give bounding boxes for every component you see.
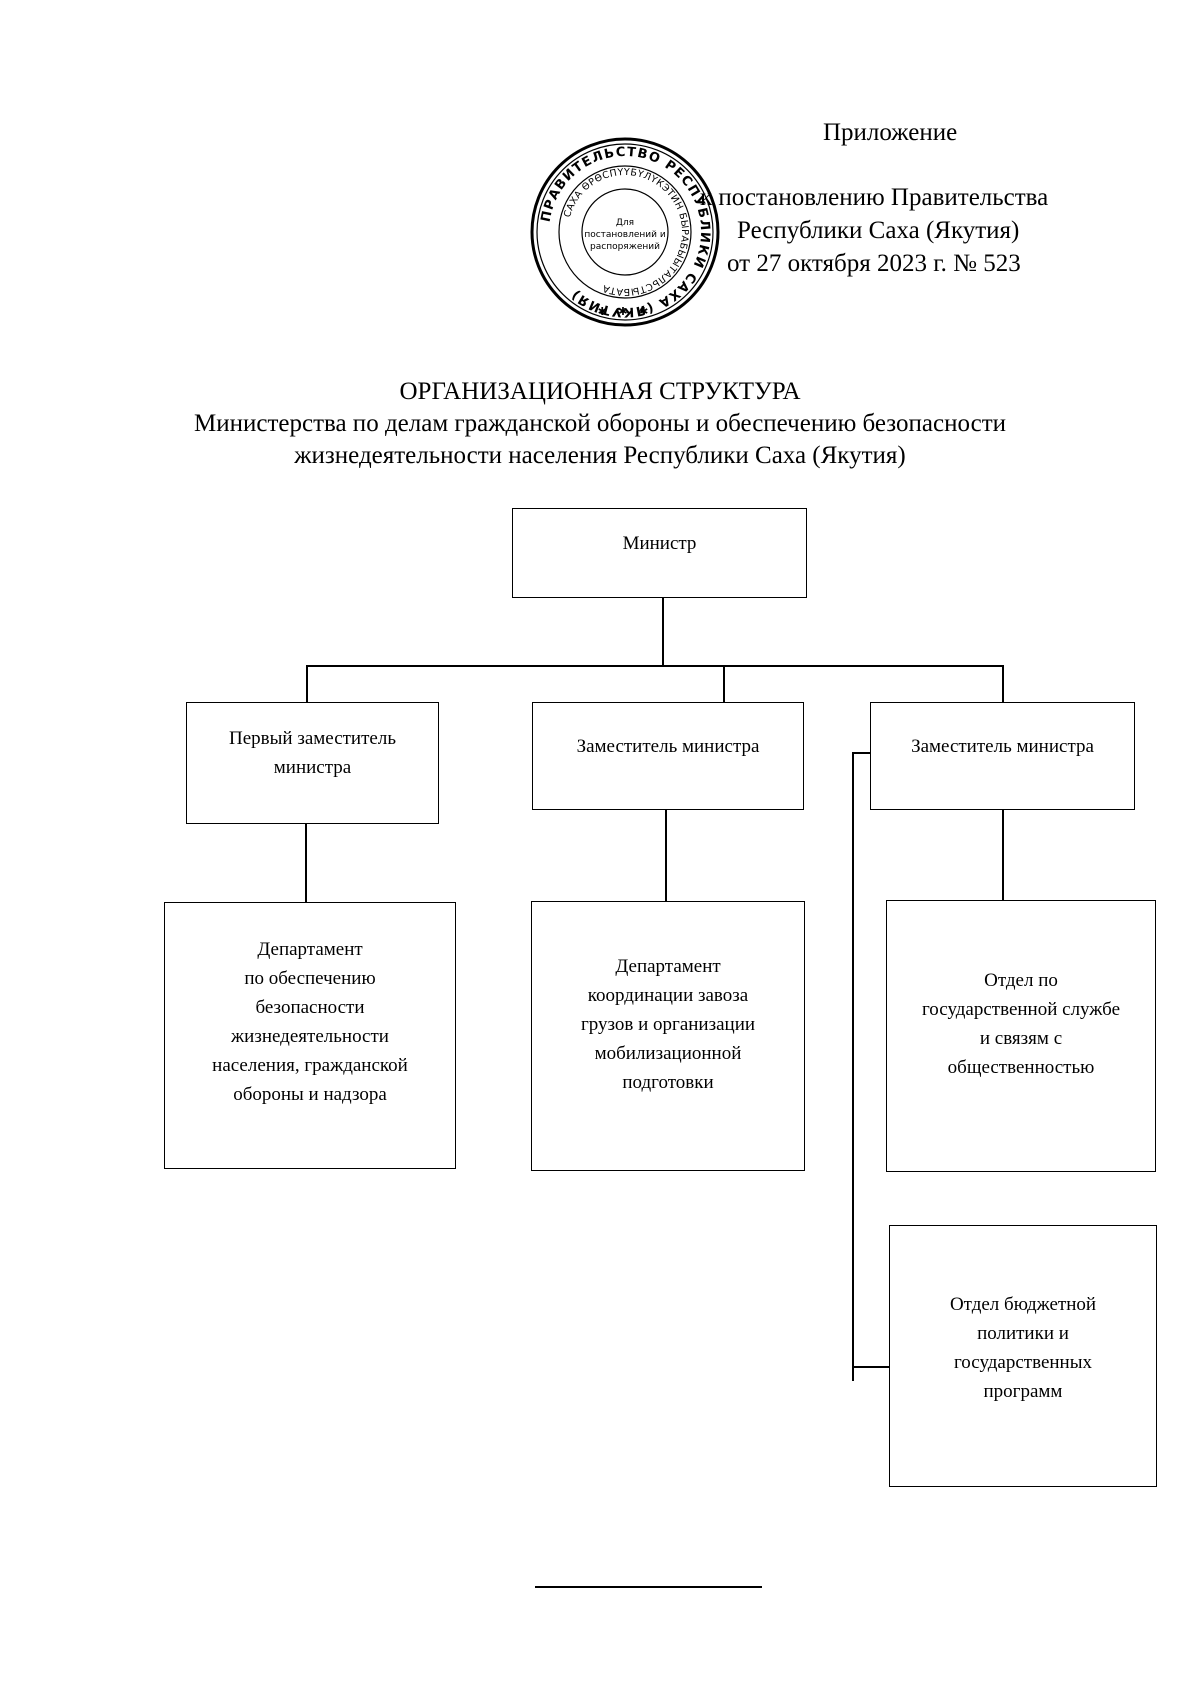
dept-safety-line-4: жизнедеятельности: [231, 1026, 389, 1047]
page-subtitle-line-2: жизнедеятельности населения Республики С…: [294, 442, 906, 469]
seal-center-line-3: распоряжений: [590, 242, 660, 252]
dept-civil-line-1: Отдел по: [984, 970, 1058, 991]
connector-deputy-center-to-dept: [665, 808, 667, 902]
dept-safety-line-6: обороны и надзора: [233, 1084, 387, 1105]
dept-cargo-line-4: мобилизационной: [594, 1043, 742, 1064]
connector-first-deputy-to-dept: [305, 823, 307, 903]
dept-cargo-line-1: Департамент: [615, 956, 721, 977]
appendix-resolution-line: к постановлению Правительства: [700, 184, 1049, 211]
box-first-deputy-line-2: министра: [273, 757, 352, 778]
connector-top-horizontal: [306, 665, 1003, 667]
dept-budget-line-2: политики и: [977, 1323, 1069, 1344]
box-first-deputy-line-1: Первый заместитель: [229, 728, 396, 749]
box-deputy-right-label: Заместитель министра: [911, 736, 1094, 757]
dept-civil-line-4: общественностью: [947, 1057, 1095, 1078]
dept-cargo-line-5: подготовки: [622, 1072, 714, 1093]
dept-civil-line-2: государственной службе: [921, 999, 1121, 1020]
connector-minister-down: [662, 586, 664, 666]
appendix-label: Приложение: [823, 119, 958, 146]
seal-center-line-1: Для: [616, 218, 634, 228]
connector-side-vertical: [852, 752, 854, 1381]
connector-side-to-budget: [852, 1366, 889, 1368]
connector-to-deputy-right: [1002, 665, 1004, 702]
appendix-date-line: от 27 октября 2023 г. № 523: [727, 250, 1021, 277]
connector-to-first-deputy: [306, 665, 308, 702]
dept-safety-line-5: населения, гражданской: [212, 1055, 408, 1076]
dept-cargo-line-3: грузов и организации: [580, 1014, 756, 1035]
seal-center-line-2: постановлений и: [584, 230, 666, 240]
dept-budget-line-3: государственных: [953, 1352, 1092, 1373]
box-deputy-minister-right: Заместитель министра: [870, 702, 1135, 810]
box-first-deputy-minister: Первый заместитель министра: [186, 702, 439, 824]
dept-budget-line-4: программ: [983, 1381, 1063, 1402]
box-dept-civil-service: Отдел по государственной службе и связям…: [886, 900, 1156, 1172]
box-dept-cargo-mobilization: Департамент координации завоза грузов и …: [531, 901, 805, 1171]
footer-rule: [535, 1586, 762, 1588]
connector-deputy-right-to-dept: [1002, 808, 1004, 900]
box-minister-label: Министр: [622, 533, 697, 554]
seal-stars: ✱ ✱ ✱: [598, 305, 653, 318]
dept-cargo-line-2: координации завоза: [587, 985, 749, 1006]
box-dept-life-safety: Департамент по обеспечению безопасности …: [164, 902, 456, 1169]
page-title: ОРГАНИЗАЦИОННАЯ СТРУКТУРА: [399, 378, 801, 405]
dept-budget-line-1: Отдел бюджетной: [949, 1294, 1097, 1315]
box-dept-budget-policy: Отдел бюджетной политики и государственн…: [889, 1225, 1157, 1487]
appendix-republic-line: Республики Саха (Якутия): [737, 217, 1020, 244]
box-deputy-minister-center: Заместитель министра: [532, 702, 804, 810]
dept-civil-line-3: и связям с: [979, 1028, 1063, 1049]
box-deputy-center-label: Заместитель министра: [576, 736, 760, 757]
dept-safety-line-2: по обеспечению: [244, 968, 376, 989]
connector-side-top-stub: [852, 752, 871, 754]
box-minister: Министр: [512, 508, 807, 598]
dept-safety-line-1: Департамент: [257, 939, 363, 960]
official-seal-icon: ПРАВИТЕЛЬСТВО РЕСПУБЛИКИ САХА (ЯКУТИЯ) С…: [530, 137, 720, 327]
connector-to-deputy-center: [723, 665, 725, 702]
page-subtitle-line-1: Министерства по делам гражданской оборон…: [193, 410, 1006, 437]
dept-safety-line-3: безопасности: [255, 997, 365, 1018]
